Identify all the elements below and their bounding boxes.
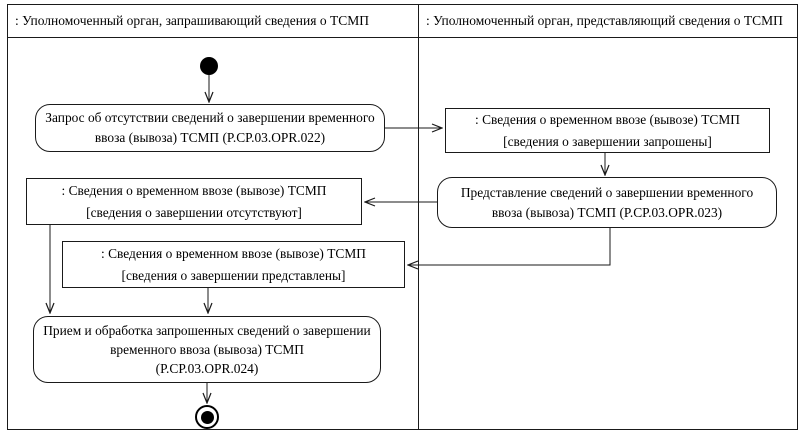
label-line: Представление сведений о завершении врем… — [460, 184, 754, 200]
header-separator — [7, 37, 798, 38]
activity-request-box: Запрос об отсутствии сведений о завершен… — [35, 104, 385, 152]
lane-title-requesting-authority: : Уполномоченный орган, запрашивающий св… — [15, 12, 369, 28]
diagram-frame — [7, 4, 798, 430]
swimlane-separator — [418, 4, 419, 430]
label-line: Запрос об отсутствии сведений о завершен… — [45, 110, 375, 125]
label-line: [сведения о завершении запрошены] — [503, 133, 712, 149]
object-info-requested-box: : Сведения о временном ввозе (вывозе) ТС… — [445, 108, 770, 153]
label-line: Прием и обработка запрошенных сведений о… — [43, 323, 371, 338]
initial-node — [200, 57, 218, 75]
label-line: [сведения о завершении отсутствуют] — [86, 204, 302, 220]
final-node — [195, 405, 219, 429]
label-line: ввоза (вывоза) ТСМП (P.CP.03.OPR.023) — [491, 204, 723, 220]
object-info-presented-box: : Сведения о временном ввозе (вывозе) ТС… — [62, 241, 405, 288]
label-line: [сведения о завершении представлены] — [121, 267, 346, 283]
label-line: : Сведения о временном ввозе (вывозе) ТС… — [61, 182, 327, 198]
label-line: (P.CP.03.OPR.024) — [155, 361, 259, 376]
label-line: ввоза (вывоза) ТСМП (P.CP.03.OPR.022) — [94, 130, 326, 145]
object-info-absent-box: : Сведения о временном ввозе (вывозе) ТС… — [26, 178, 362, 225]
activity-present-box: Представление сведений о завершении врем… — [437, 177, 777, 228]
lane-title-providing-authority: : Уполномоченный орган, представляющий с… — [426, 12, 783, 28]
label-line: : Сведения о временном ввозе (вывозе) ТС… — [101, 245, 366, 261]
label-line: : Сведения о временном ввозе (вывозе) ТС… — [475, 111, 740, 127]
label-line: временного ввоза (вывоза) ТСМП — [110, 342, 304, 357]
activity-receive-box: Прием и обработка запрошенных сведений о… — [33, 316, 381, 383]
final-node-inner — [200, 410, 214, 424]
